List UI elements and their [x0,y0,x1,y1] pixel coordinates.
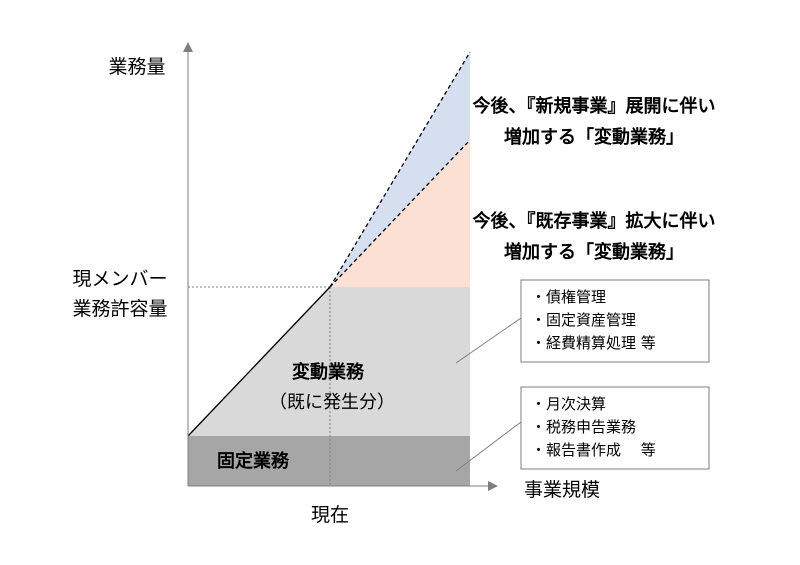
fixed-task-item: ・税務申告業務 [531,418,636,436]
growth-line [187,286,331,437]
existing-business-label-line1: 今後、『既存事業』拡大に伴い [473,210,716,232]
capacity-label-line1: 現メンバー [72,268,167,290]
x-axis-arrow-icon [488,481,498,491]
fixed-callout-line [455,421,522,472]
variable-tasks-label: 変動業務 [292,361,365,383]
new-business-label-line1: 今後、『新規事業』展開に伴い [473,95,716,117]
y-axis-label: 業務量 [108,56,165,78]
variable-tasks-box [520,279,710,363]
y-axis-arrow-icon [183,42,193,52]
fixed-tasks-label: 固定業務 [217,450,290,472]
variable-tasks-area [188,287,470,436]
existing-business-projection-line [329,139,471,288]
fixed-tasks-box [520,386,710,470]
variable-tasks-sublabel: （既に発生分） [269,392,395,413]
capacity-label-line2: 業務許容量 [72,298,167,320]
variable-callout-line [455,317,522,364]
fixed-task-item: ・月次決算 [531,395,606,413]
variable-task-item: ・経費精算処理 等 [531,334,656,352]
x-axis-label: 事業規模 [524,479,600,501]
existing-business-label-line2: 増加する「変動業務」 [504,241,684,263]
new-business-projection-line [329,51,471,288]
variable-task-item: ・固定資産管理 [531,311,636,329]
variable-task-item: ・債権管理 [531,288,606,306]
new-business-label-line2: 増加する「変動業務」 [504,126,684,148]
fixed-tasks-area [188,436,470,486]
x-tick-current: 現在 [311,504,349,526]
fixed-task-item: ・報告書作成 等 [531,441,656,459]
